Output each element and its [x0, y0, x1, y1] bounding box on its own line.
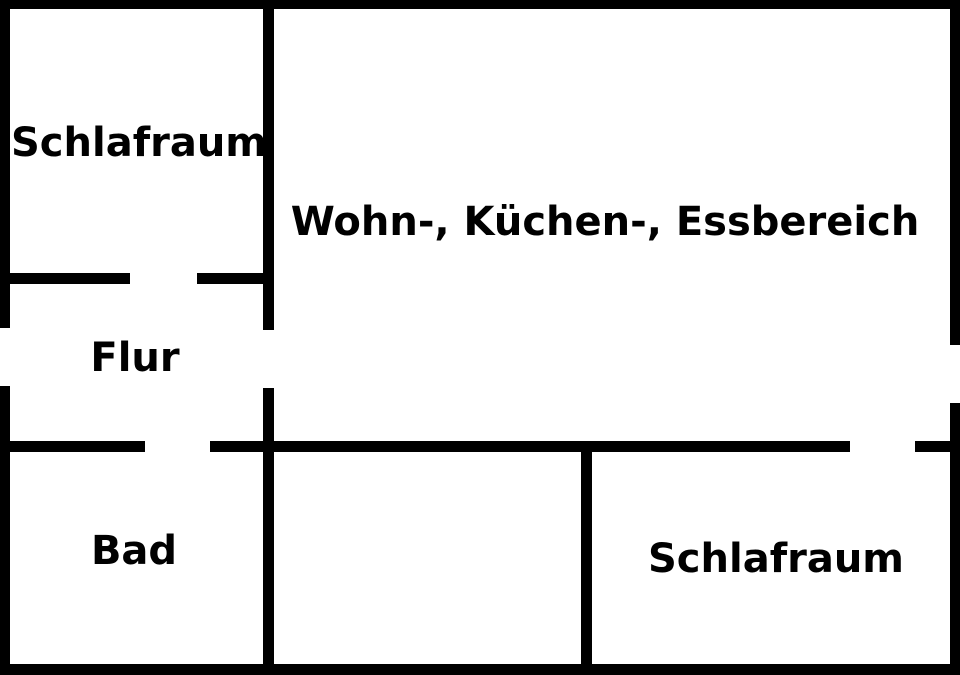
bedroom-hallway-wall-left: [0, 273, 130, 284]
room-label-bedroom-top: Schlafraum: [11, 120, 267, 166]
outer-wall-right-lower: [950, 403, 960, 675]
outer-wall-left-lower: [0, 386, 10, 675]
divider-left-upper: [263, 0, 274, 330]
bedroom-hallway-wall-right: [197, 273, 274, 284]
living-bottom-wall-right: [915, 441, 960, 452]
hallway-bath-wall-right: [210, 441, 274, 452]
room-label-hallway: Flur: [90, 335, 180, 381]
outer-wall-left-upper: [0, 0, 10, 328]
outer-wall-bottom: [0, 664, 960, 675]
living-bottom-wall-left: [263, 441, 850, 452]
bedroom-bottom-left-wall: [581, 441, 592, 675]
outer-wall-top: [0, 0, 960, 9]
hallway-bath-wall-left: [0, 441, 145, 452]
divider-left-lower: [263, 388, 274, 675]
room-label-bedroom-bottom: Schlafraum: [648, 536, 904, 582]
room-label-living-area: Wohn-, Küchen-, Essbereich: [291, 199, 920, 245]
room-label-bathroom: Bad: [91, 528, 177, 574]
outer-wall-right-upper: [950, 0, 960, 345]
